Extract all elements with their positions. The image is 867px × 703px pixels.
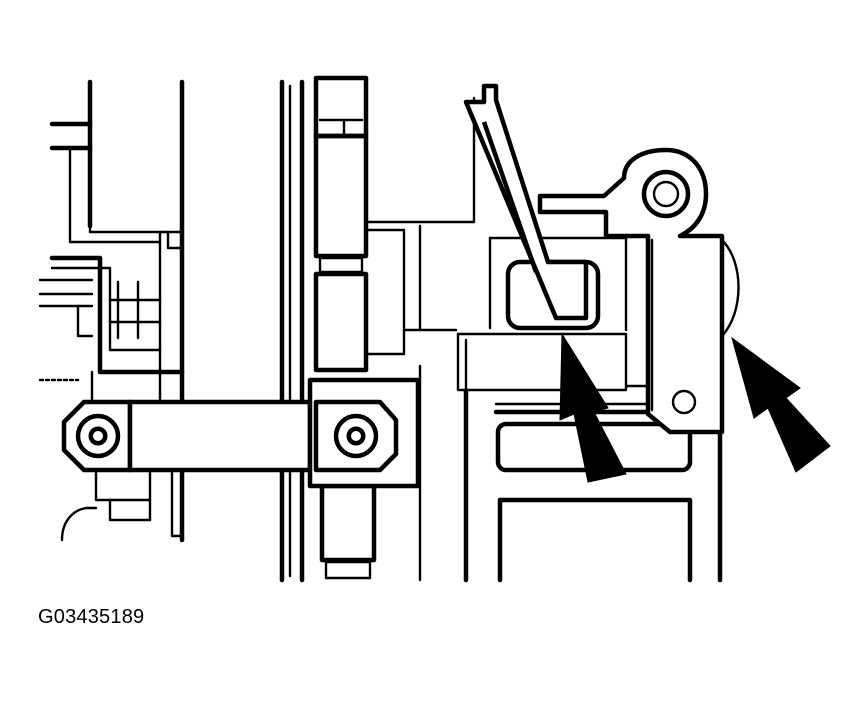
left-bracket-assembly <box>38 79 185 543</box>
callout-arrow-right <box>731 336 831 473</box>
lower-pin <box>671 389 697 415</box>
callout-arrow-left <box>559 332 627 483</box>
center-stud <box>313 75 377 580</box>
vertical-rails <box>279 79 305 583</box>
pivot-bracket <box>537 147 740 435</box>
figure-id-label: G03435189 <box>38 606 145 628</box>
link-rod <box>463 83 589 321</box>
strap-bolt-right <box>333 413 379 459</box>
strap-bolt-left <box>75 413 121 459</box>
pivot-eyelet <box>641 169 691 219</box>
